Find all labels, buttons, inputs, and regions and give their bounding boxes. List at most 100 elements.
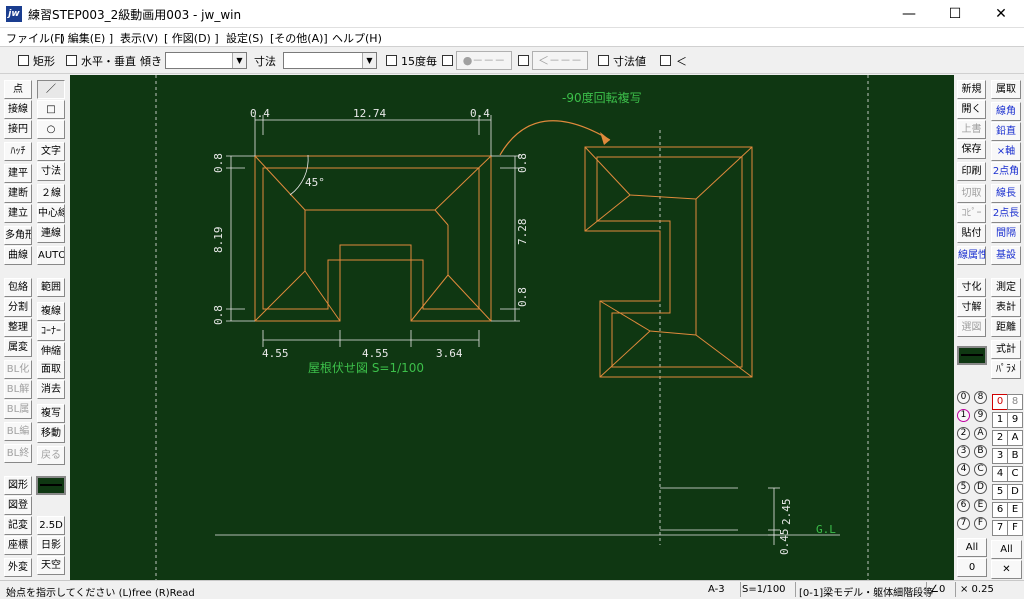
lt-checkbox[interactable] [660, 55, 671, 66]
tool-elevation[interactable]: 建立 [4, 204, 32, 223]
layer-clear[interactable]: ✕ [991, 560, 1022, 579]
tool-open[interactable]: 開く [957, 100, 986, 119]
tool-print[interactable]: 印刷 [957, 162, 986, 181]
layer-f[interactable]: F [1007, 520, 1023, 536]
drawing-canvas[interactable]: 0.4 12.74 0.4 4.55 4.55 3.64 45° G.L 0.8… [70, 75, 954, 580]
tool-circle[interactable]: ○ [37, 120, 65, 139]
dim-combo[interactable]: ▼ [283, 52, 377, 69]
menu-view[interactable]: 表示(V) [120, 32, 159, 45]
tool-section[interactable]: 建断 [4, 184, 32, 203]
tool-interval[interactable]: 間隔 [991, 224, 1021, 243]
tool-dim-release[interactable]: 寸解 [957, 298, 986, 317]
layer-0[interactable]: 0 [992, 394, 1008, 410]
layer-e[interactable]: E [1007, 502, 1023, 518]
tool-sky[interactable]: 天空 [37, 556, 65, 575]
layer-group-4[interactable]: 4 [957, 463, 970, 476]
tool-line-attr[interactable]: 線属性 [957, 246, 986, 265]
tool-figure[interactable]: 図形 [4, 476, 32, 495]
tool-dimension[interactable]: 寸法 [37, 162, 65, 181]
tool-2pt-length[interactable]: 2点長 [991, 204, 1021, 223]
tool-sun-shadow[interactable]: 日影 [37, 536, 65, 555]
dimvalue-checkbox[interactable] [598, 55, 609, 66]
menu-help[interactable]: ヘルプ(H) [332, 32, 382, 45]
layer-6[interactable]: 6 [992, 502, 1008, 518]
tool-save[interactable]: 保存 [957, 140, 986, 159]
tool-2pt-angle[interactable]: 2点角 [991, 162, 1021, 181]
tool-hatch[interactable]: ﾊｯﾁ [4, 142, 32, 161]
tool-tangent-line[interactable]: 接線 [4, 100, 32, 119]
layer-group-7[interactable]: 7 [957, 517, 970, 530]
minimize-button[interactable]: — [902, 6, 916, 22]
layer-7[interactable]: 7 [992, 520, 1008, 536]
status-paper[interactable]: A-3 [708, 584, 725, 595]
tool-stretch[interactable]: 伸縮 [37, 342, 65, 361]
layer-5[interactable]: 5 [992, 484, 1008, 500]
tool-parameter[interactable]: ﾊﾟﾗﾒ [991, 360, 1021, 379]
tool-point[interactable]: 点 [4, 80, 32, 99]
tool-attr-get[interactable]: 属取 [991, 80, 1021, 99]
tool-organize[interactable]: 整理 [4, 318, 32, 337]
tool-vertical[interactable]: 鉛直 [991, 122, 1021, 141]
linetype1-button[interactable]: ●－－－ [456, 51, 512, 70]
tool-tangent-circle[interactable]: 接円 [4, 120, 32, 139]
tool-double-line[interactable]: ２線 [37, 184, 65, 203]
tool-center-line[interactable]: 中心線 [37, 204, 65, 223]
tool-offset[interactable]: 複線 [37, 302, 65, 321]
close-button[interactable]: ✕ [995, 6, 1007, 22]
tool-attr-change[interactable]: 属変 [4, 338, 32, 357]
tool-figure-register[interactable]: 図登 [4, 496, 32, 515]
layer-preview-swatch[interactable] [957, 346, 987, 365]
layer-all[interactable]: All [991, 540, 1022, 559]
tool-table-calc[interactable]: 表計 [991, 298, 1021, 317]
tool-erase[interactable]: 消去 [37, 380, 65, 399]
layer-group-2[interactable]: 2 [957, 427, 970, 440]
tool-line[interactable]: ／ [37, 80, 65, 99]
menu-edit[interactable]: [ 編集(E) ] [60, 32, 114, 45]
linetype2-checkbox[interactable] [518, 55, 529, 66]
tool-select-figure[interactable]: 選図 [957, 318, 986, 337]
tool-polygon[interactable]: 多角形 [4, 226, 32, 245]
layer-group-a[interactable]: A [974, 427, 987, 440]
tool-distance[interactable]: 距離 [991, 318, 1021, 337]
tool-bl-end[interactable]: BL終 [4, 444, 32, 463]
tool-line-length[interactable]: 線長 [991, 184, 1021, 203]
tool-2-5d[interactable]: 2.5D [37, 516, 65, 535]
hv-checkbox[interactable] [66, 55, 77, 66]
linetype2-button[interactable]: ＜－－－－ [532, 51, 588, 84]
tool-paste[interactable]: 貼付 [957, 224, 986, 243]
layer-group-f[interactable]: F [974, 517, 987, 530]
layer-c[interactable]: C [1007, 466, 1023, 482]
tool-move[interactable]: 移動 [37, 424, 65, 443]
tool-new[interactable]: 新規 [957, 80, 986, 99]
tool-divide[interactable]: 分割 [4, 298, 32, 317]
tool-copy-clip[interactable]: ｺﾋﾟｰ [957, 204, 986, 223]
rect-checkbox[interactable] [18, 55, 29, 66]
layer-8[interactable]: 8 [1007, 394, 1023, 410]
status-scale[interactable]: S=1/100 [742, 584, 786, 595]
status-layer[interactable]: [0-1]梁モデル・躯体細階段等 [799, 588, 934, 599]
menu-settings[interactable]: 設定(S) [226, 32, 264, 45]
tool-chamfer[interactable]: 面取 [37, 360, 65, 379]
tool-plan[interactable]: 建平 [4, 164, 32, 183]
tool-text[interactable]: 文字 [37, 142, 65, 161]
layer-group-9[interactable]: 9 [974, 409, 987, 422]
tool-measure[interactable]: 測定 [991, 278, 1021, 297]
status-angle[interactable]: ∠0 [930, 584, 946, 595]
tool-overwrite[interactable]: 上書 [957, 120, 986, 139]
layer-group-5[interactable]: 5 [957, 481, 970, 494]
tool-bl-release[interactable]: BL解 [4, 380, 32, 399]
tool-corner[interactable]: ｺｰﾅｰ [37, 322, 65, 341]
tool-external[interactable]: 外変 [4, 558, 32, 577]
linetype1-checkbox[interactable] [442, 55, 453, 66]
layer-group-3[interactable]: 3 [957, 445, 970, 458]
menu-draw[interactable]: [ 作図(D) ] [164, 32, 219, 45]
tool-rectangle[interactable]: □ [37, 100, 65, 119]
tool-record-change[interactable]: 記変 [4, 516, 32, 535]
maximize-button[interactable]: ☐ [948, 6, 962, 22]
layer-4[interactable]: 4 [992, 466, 1008, 482]
layer-1[interactable]: 1 [992, 412, 1008, 428]
tool-line-angle[interactable]: 線角 [991, 102, 1021, 121]
menu-other[interactable]: [その他(A)] [270, 32, 328, 45]
layer-3[interactable]: 3 [992, 448, 1008, 464]
layer-group-6[interactable]: 6 [957, 499, 970, 512]
